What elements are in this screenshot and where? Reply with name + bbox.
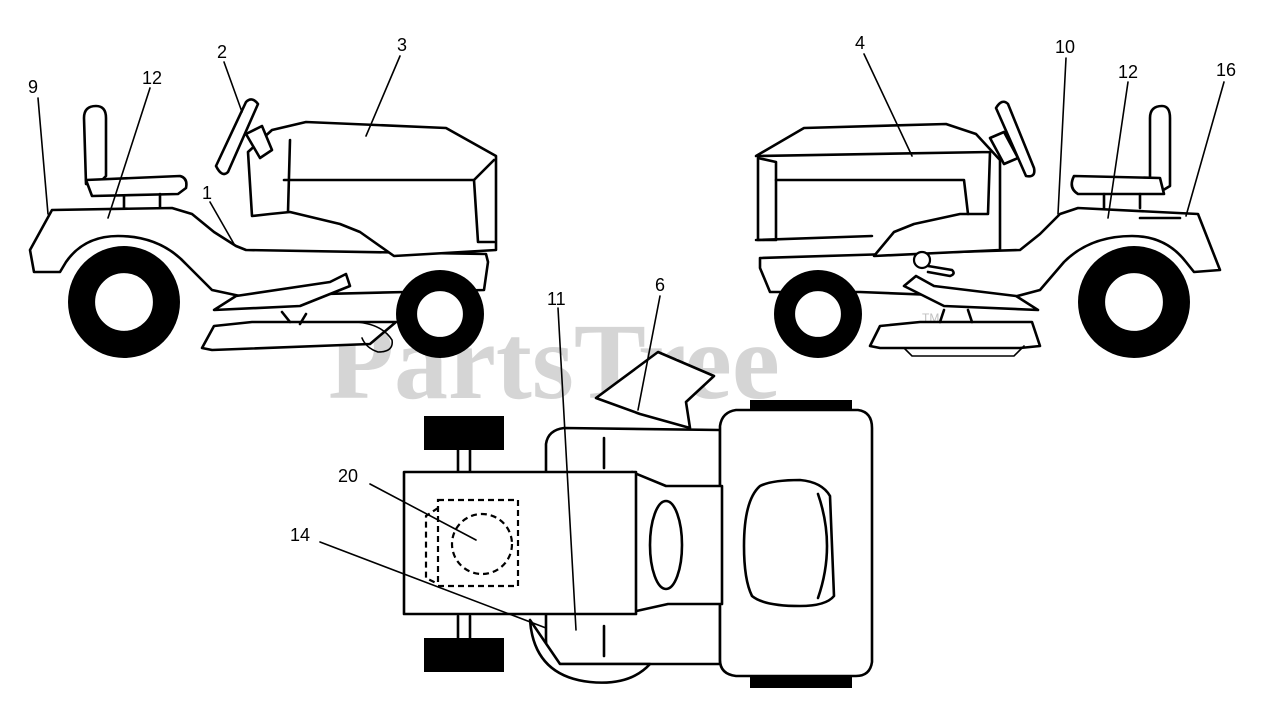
discharge-chute bbox=[903, 345, 1025, 357]
discharge-chute bbox=[355, 321, 394, 353]
steering-wheel-top bbox=[648, 499, 684, 591]
rear-fender bbox=[28, 206, 490, 298]
tractor-left-side-view bbox=[28, 98, 498, 358]
footrest bbox=[902, 274, 1040, 312]
steering-wheel bbox=[214, 98, 260, 176]
steering-wheel bbox=[994, 100, 1036, 178]
callout-14: 14 bbox=[290, 525, 310, 545]
hood-grille-top bbox=[742, 478, 836, 608]
callout-labels: 9 12 2 3 1 4 10 12 16 6 11 20 14 bbox=[28, 33, 1236, 545]
leader-2 bbox=[223, 61, 243, 113]
leader-6 bbox=[637, 295, 661, 411]
leader-1 bbox=[209, 201, 235, 245]
leader-12-left bbox=[107, 87, 151, 219]
callout-12-right: 12 bbox=[1118, 62, 1138, 82]
rear-tire-top-lower bbox=[424, 638, 504, 672]
leader-3 bbox=[365, 55, 401, 137]
leader-16 bbox=[1185, 81, 1225, 217]
hood bbox=[754, 122, 1002, 258]
leader-10 bbox=[1057, 57, 1067, 215]
tractor-right-side-view bbox=[754, 100, 1222, 358]
seat-cushion bbox=[84, 174, 188, 198]
steering-column bbox=[244, 124, 274, 160]
seat-back bbox=[82, 104, 108, 188]
footrest bbox=[212, 272, 352, 312]
mower-deck bbox=[200, 320, 398, 352]
callout-20: 20 bbox=[338, 466, 358, 486]
leader-20 bbox=[369, 483, 477, 541]
callout-10: 10 bbox=[1055, 37, 1075, 57]
callout-2: 2 bbox=[217, 42, 227, 62]
rear-fender bbox=[758, 206, 1222, 300]
seat-back bbox=[1148, 104, 1172, 194]
seat-back-top bbox=[594, 350, 716, 430]
callout-16: 16 bbox=[1216, 60, 1236, 80]
callout-4: 4 bbox=[855, 33, 865, 53]
front-tire-top-lower bbox=[750, 676, 852, 688]
deck-chute-top bbox=[528, 618, 652, 684]
hood bbox=[246, 120, 498, 258]
leader-lines bbox=[37, 53, 1225, 631]
ignition-lever-knob bbox=[912, 250, 932, 270]
callout-9: 9 bbox=[28, 77, 38, 97]
mower-deck bbox=[868, 320, 1042, 350]
callout-1: 1 bbox=[202, 183, 212, 203]
fuel-cap-outline bbox=[450, 512, 514, 576]
decal-area-outline bbox=[436, 498, 520, 588]
seat-cushion bbox=[1070, 174, 1166, 196]
tractor-top-view bbox=[402, 350, 874, 688]
leader-4 bbox=[863, 53, 913, 157]
leader-11 bbox=[557, 307, 577, 631]
callout-11: 11 bbox=[547, 289, 566, 309]
leader-14 bbox=[319, 541, 547, 629]
callout-6: 6 bbox=[655, 275, 665, 295]
rear-deck-top bbox=[402, 470, 638, 616]
leader-9 bbox=[37, 97, 49, 215]
leader-12-right bbox=[1107, 81, 1129, 219]
callout-3: 3 bbox=[397, 35, 407, 55]
callout-12-left: 12 bbox=[142, 68, 162, 88]
rear-tire-top-upper bbox=[424, 416, 504, 450]
